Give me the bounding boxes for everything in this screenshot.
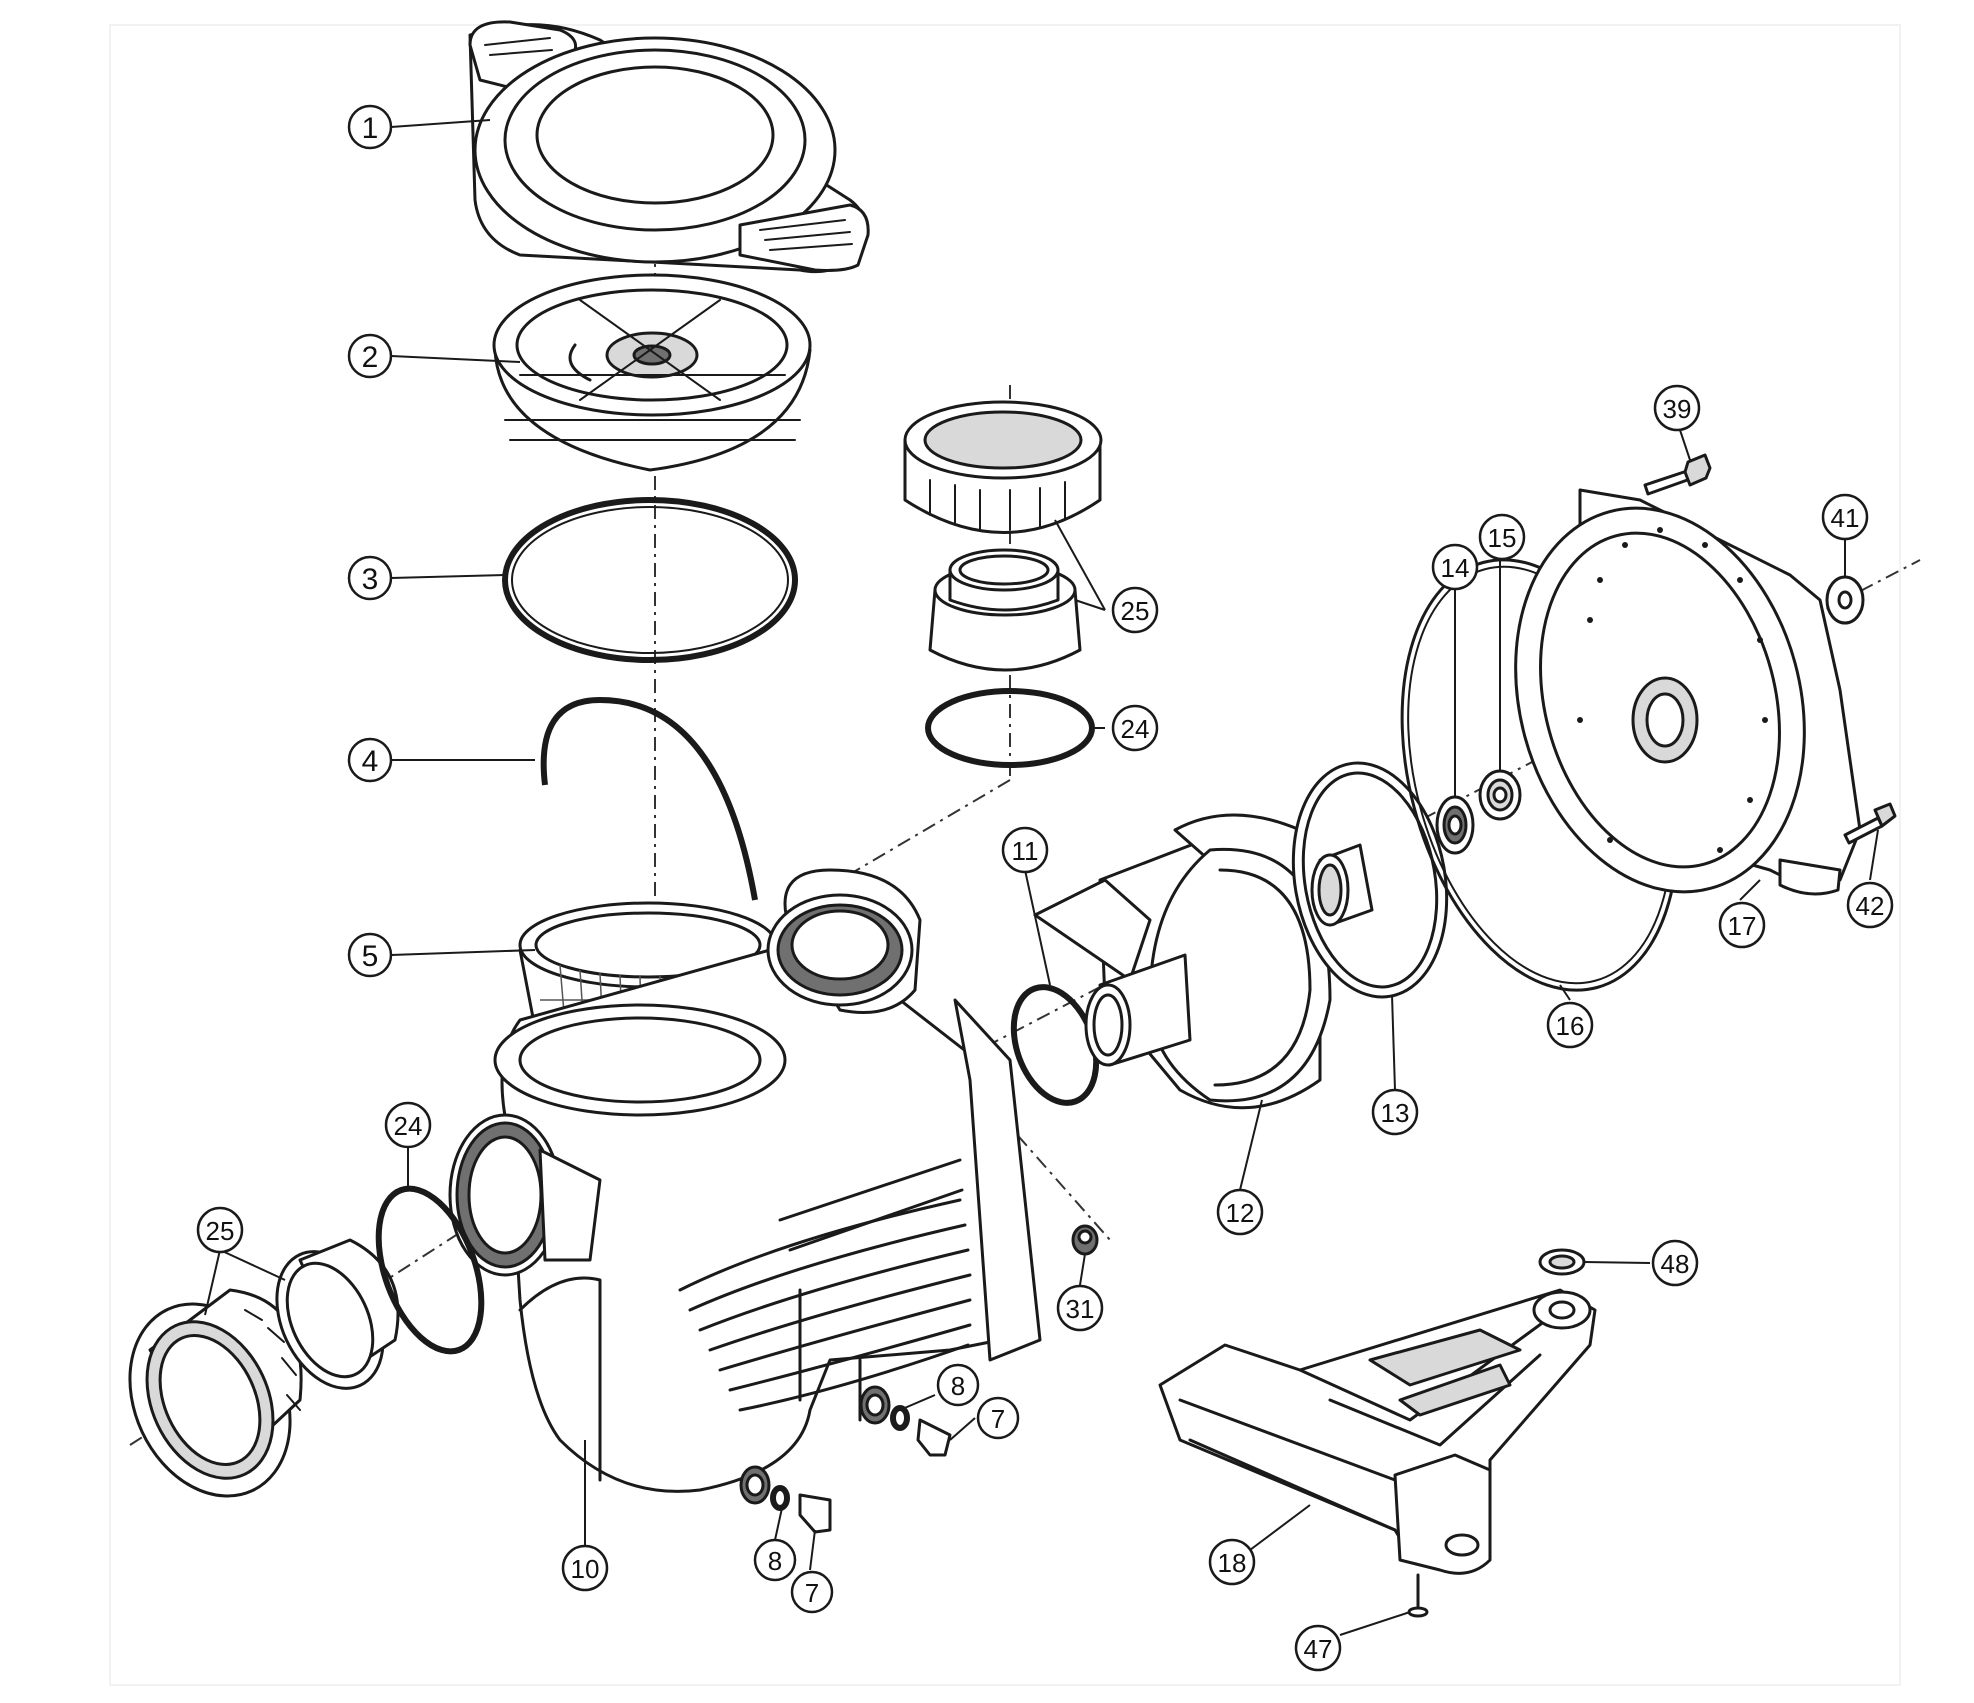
part-screw-47 [1407,1573,1429,1618]
part-washer-41 [1825,575,1865,625]
callout-42-label: 42 [1856,891,1885,921]
part-mechanical-seal [1435,795,1475,855]
callout-8-lower: 8 [753,1538,797,1582]
part-drain-plug-lower [739,1465,832,1534]
callout-16: 16 [1546,1001,1594,1049]
callout-24-top-label: 24 [1121,714,1150,744]
callout-11: 11 [1001,826,1049,874]
part-pump-housing [493,868,1042,1493]
part-lid [468,20,870,274]
part-union-adapter-left [275,1238,400,1390]
part-drain-plug-upper [859,1385,952,1457]
part-o-ring-left [375,1185,485,1355]
callout-13-label: 13 [1381,1098,1410,1128]
callout-8-lower-label: 8 [768,1546,782,1576]
callout-3-label: 3 [362,563,379,596]
callout-42: 42 [1846,881,1894,929]
callout-2-label: 2 [362,341,379,374]
callout-18: 18 [1208,1538,1256,1586]
callout-15: 15 [1478,513,1526,561]
callout-10: 10 [561,1544,609,1592]
callout-12-label: 12 [1226,1198,1255,1228]
part-seal-seat [1478,769,1522,821]
callout-18-label: 18 [1218,1548,1247,1578]
part-union-nut-top [903,400,1103,534]
callout-1: 1 [347,104,393,150]
callout-39-label: 39 [1663,394,1692,424]
part-drain-plug-31 [1071,1224,1099,1256]
part-seal-plate [1514,488,1862,896]
callout-16-label: 16 [1556,1011,1585,1041]
part-motor-foot [1158,1288,1597,1575]
part-o-ring-lid [502,497,798,663]
part-impeller [1291,761,1449,999]
callout-48-label: 48 [1661,1249,1690,1279]
part-screw-42 [1843,802,1897,845]
callout-39: 39 [1653,384,1701,432]
callout-24-left: 24 [384,1101,432,1149]
callout-2: 2 [347,333,393,379]
callout-8-upper: 8 [936,1363,980,1407]
callout-25-top-label: 25 [1121,596,1150,626]
callout-24-left-label: 24 [394,1111,423,1141]
leader-lines [204,119,1879,1636]
part-basket-handle [540,696,758,901]
callout-11-label: 11 [1012,836,1039,866]
callout-5: 5 [347,932,393,978]
callout-3: 3 [347,555,393,601]
callout-4: 4 [347,737,393,783]
part-union-nut-left [128,1288,303,1498]
callout-25-left: 25 [196,1206,244,1254]
callout-48: 48 [1651,1239,1699,1287]
part-cover-insert [492,273,812,472]
part-housing-inlet [448,1113,602,1277]
callout-25-top: 25 [1111,586,1159,634]
callout-17: 17 [1718,901,1766,949]
callout-14-label: 14 [1441,553,1470,583]
callout-15-label: 15 [1488,523,1517,553]
part-bolt-39 [1643,453,1712,496]
callout-8-upper-label: 8 [951,1371,965,1401]
callout-41-label: 41 [1831,503,1860,533]
callout-31: 31 [1056,1284,1104,1332]
part-union-adapter-top [928,548,1082,672]
callout-5-label: 5 [362,940,379,973]
callout-31-label: 31 [1066,1294,1095,1324]
part-nut-48 [1538,1248,1586,1276]
callout-7-lower-label: 7 [805,1578,819,1608]
callout-4-label: 4 [362,745,379,778]
part-diffuser [1033,813,1332,1110]
callout-10-label: 10 [571,1554,600,1584]
callout-24-top: 24 [1111,704,1159,752]
callout-14: 14 [1431,543,1479,591]
callout-47-label: 47 [1304,1634,1333,1664]
callout-7-lower: 7 [790,1570,834,1614]
callout-13: 13 [1371,1088,1419,1136]
callout-47: 47 [1294,1624,1342,1672]
callout-7-upper-label: 7 [991,1404,1005,1434]
callout-17-label: 17 [1728,911,1757,941]
callout-25-left-label: 25 [206,1216,235,1246]
callout-1-label: 1 [362,112,379,145]
callout-12: 12 [1216,1188,1264,1236]
callout-41: 41 [1821,493,1869,541]
callout-7-upper: 7 [976,1396,1020,1440]
